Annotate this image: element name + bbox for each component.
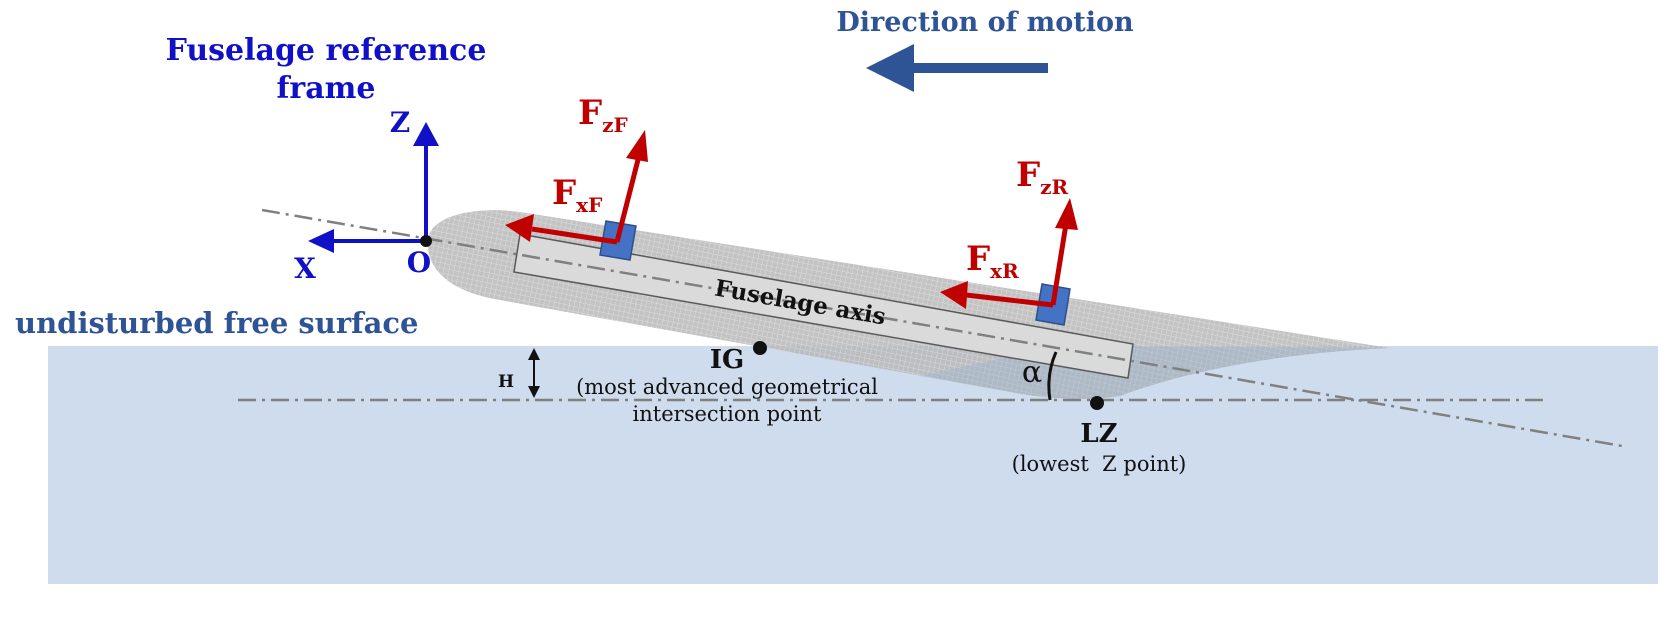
motion-label: Direction of motion (836, 7, 1134, 38)
height-label: H (498, 372, 514, 392)
force-fxr-label: FxR (966, 239, 1019, 283)
rear-force-group (940, 198, 1078, 326)
rear-z-arrowhead (1055, 198, 1078, 230)
force-fzf-sub: zF (602, 113, 628, 137)
ig-desc-line2: intersection point (633, 402, 822, 426)
force-fzf-label: FzF (578, 93, 628, 137)
force-fxf-main: F (552, 173, 576, 213)
force-fxr-main: F (966, 239, 990, 279)
front-force-group (505, 130, 648, 261)
force-fxr-sub: xR (990, 259, 1019, 283)
force-fzr-label: FzR (1016, 155, 1068, 199)
lz-label: LZ (1080, 419, 1117, 449)
ig-desc-line1: (most advanced geometrical (576, 375, 878, 399)
x-axis-label: X (294, 252, 316, 285)
force-fxf-label: FxF (552, 173, 602, 217)
frame-title-line2: frame (277, 71, 376, 106)
lz-desc: (lowest Z point) (1012, 452, 1187, 476)
frame-title-line1: Fuselage reference (166, 33, 487, 68)
front-z-arrowhead (626, 130, 648, 162)
force-fzr-main: F (1016, 155, 1040, 195)
fuselage-axis-box (513, 233, 1134, 379)
ig-label: IG (710, 345, 744, 375)
z-axis-label: Z (390, 106, 410, 139)
ig-point (753, 341, 767, 355)
reference-frame-axes (308, 122, 439, 253)
force-fzr-sub: zR (1040, 175, 1068, 199)
motion-arrow (866, 44, 1048, 92)
force-fzf-main: F (578, 93, 602, 133)
alpha-label: α (1022, 355, 1042, 390)
rear-x-arrowhead (940, 281, 968, 309)
alpha-angle-arc (1047, 351, 1058, 401)
z-axis-arrowhead (413, 122, 439, 146)
origin-label: O (407, 246, 431, 279)
water-region (48, 346, 1658, 584)
free-surface-label: undisturbed free surface (15, 306, 418, 340)
x-axis-arrowhead (308, 229, 334, 253)
lz-point (1090, 396, 1104, 410)
origin-point (420, 235, 432, 247)
front-x-arrowhead (505, 214, 534, 242)
force-fxf-sub: xF (576, 193, 602, 217)
height-arrow (528, 348, 540, 398)
